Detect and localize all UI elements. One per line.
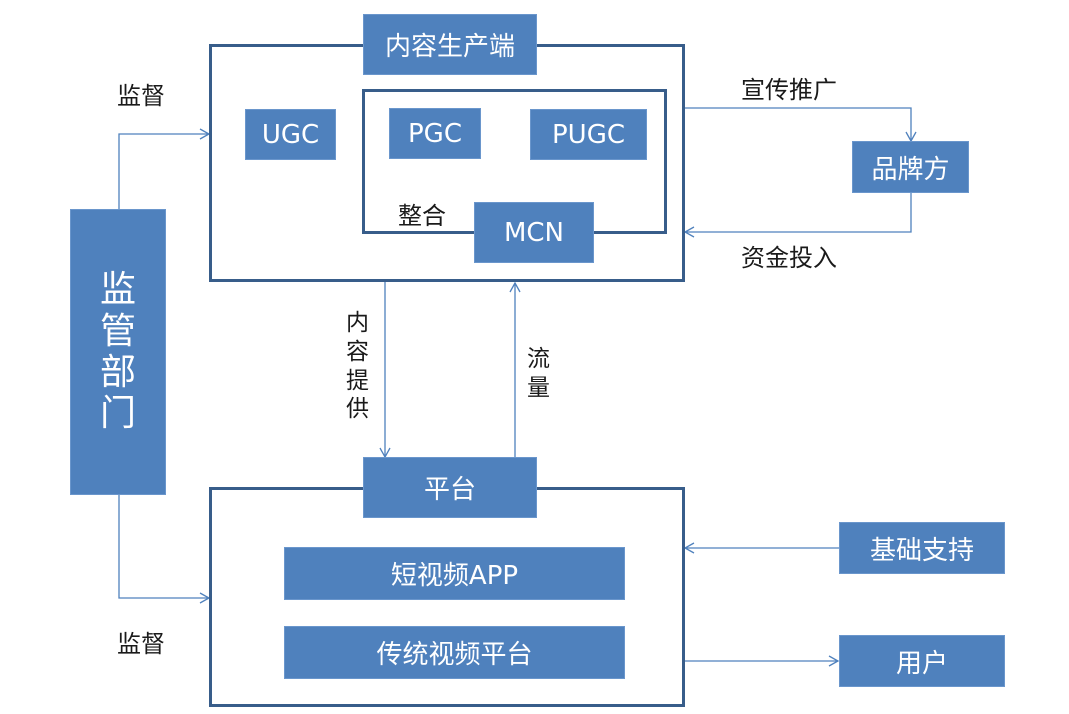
ugc-box: UGC (245, 109, 336, 160)
mcn-box: MCN (474, 202, 594, 263)
short-video-app-box: 短视频APP (284, 547, 625, 600)
content-provide-label: 内 容 提 供 (346, 309, 369, 424)
content-provide-char: 内 (346, 310, 369, 336)
infrastructure-box: 基础支持 (839, 522, 1005, 574)
traffic-label: 流 量 (527, 345, 550, 403)
regulator-box: 监 管 部 门 (70, 209, 166, 495)
supervise-label-bottom: 监督 (117, 630, 165, 658)
promotion-arrow (683, 107, 917, 143)
promotion-label: 宣传推广 (741, 76, 837, 104)
content-provide-char: 容 (346, 338, 369, 365)
regulator-char: 监 (99, 269, 136, 311)
pugc-box: PUGC (530, 109, 647, 160)
supervise-arrow-top (118, 128, 211, 209)
traffic-char: 量 (527, 374, 550, 401)
traffic-char: 流 (527, 346, 550, 372)
supervise-label-top: 监督 (117, 82, 165, 110)
investment-label: 资金投入 (741, 244, 837, 272)
investment-arrow (683, 193, 912, 238)
brand-box: 品牌方 (852, 141, 969, 193)
content-provide-char: 提 (346, 367, 369, 394)
content-production-title: 内容生产端 (363, 14, 537, 75)
users-box: 用户 (839, 635, 1005, 687)
regulator-char: 部 (99, 352, 136, 393)
supervise-arrow-bottom (118, 494, 211, 604)
content-provide-char: 供 (346, 396, 369, 423)
integration-label: 整合 (398, 202, 446, 230)
regulator-char: 门 (99, 393, 136, 435)
traditional-video-platform-box: 传统视频平台 (284, 626, 625, 679)
platform-title: 平台 (363, 457, 537, 518)
regulator-char: 管 (99, 310, 136, 352)
pgc-box: PGC (389, 108, 481, 159)
